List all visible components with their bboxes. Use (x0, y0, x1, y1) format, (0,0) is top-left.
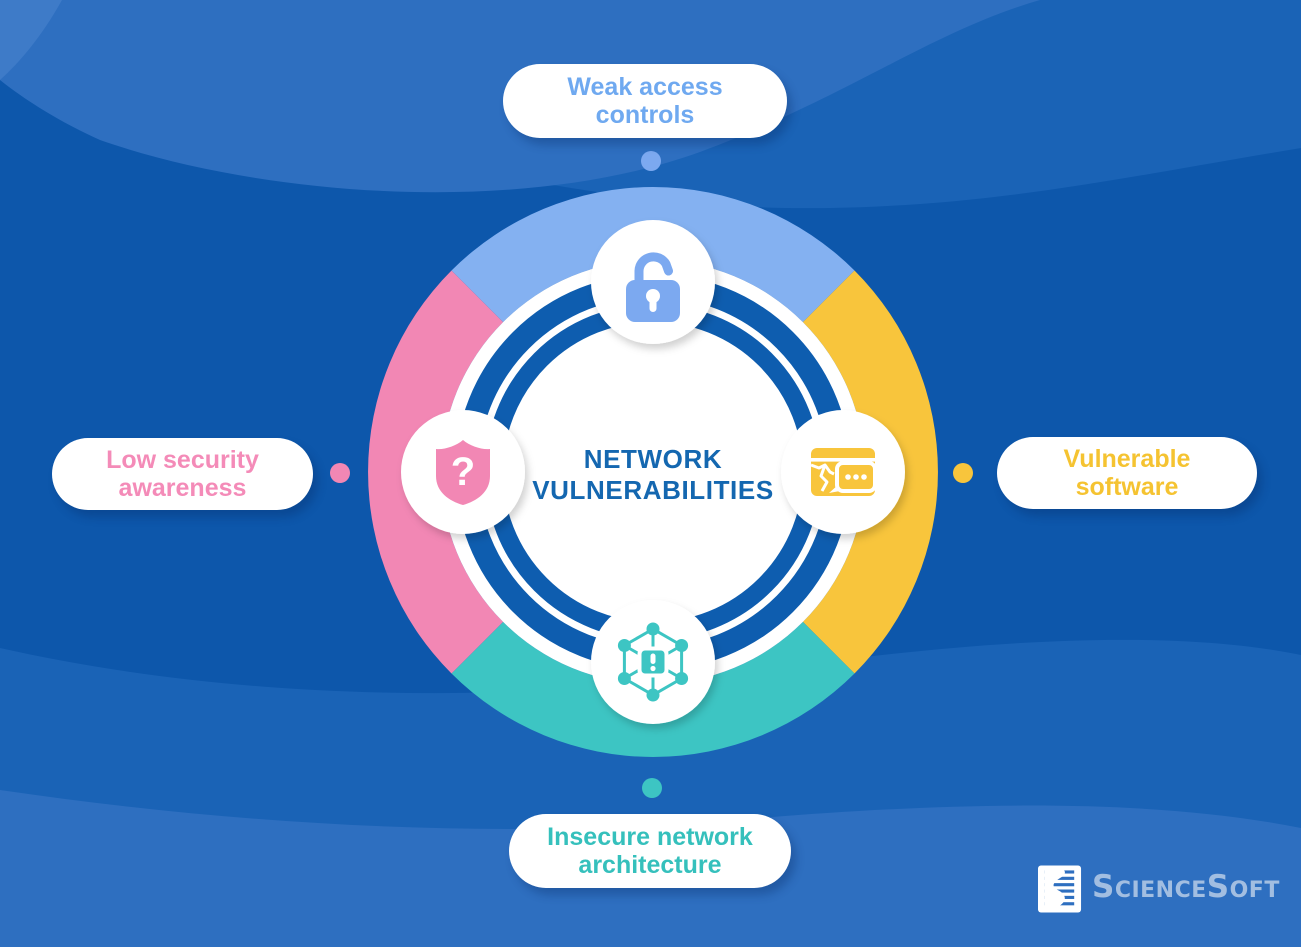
connector-dot-bottom (642, 778, 662, 798)
page-title: NETWORK VULNERABILITIES (503, 444, 803, 505)
network-alert-icon (617, 622, 689, 702)
wave-corner-light (0, 0, 62, 80)
label-insecure-network-architecture: Insecure network architecture (509, 814, 791, 888)
broken-software-window-icon (810, 448, 877, 496)
connector-dot-left (330, 463, 350, 483)
logo-text-soft: Soft (1206, 868, 1280, 905)
vulnerability-wheel: ? (330, 151, 973, 798)
connector-dot-right (953, 463, 973, 483)
svg-text:?: ? (451, 450, 475, 494)
logo-text-science: Science (1092, 868, 1207, 905)
label-low-security-awareness: Low security awareness (52, 438, 313, 510)
wheel-inner-white (441, 260, 865, 684)
page-title-line1: NETWORK (583, 444, 723, 474)
sciencesoft-logo-text: ScienceSoft (1092, 868, 1280, 907)
label-weak-access-controls: Weak access controls (503, 64, 787, 138)
page-title-line2: VULNERABILITIES (532, 474, 774, 505)
shield-question-icon: ? (436, 440, 490, 505)
sciencesoft-logo-mark (1038, 865, 1082, 913)
unlock-icon (626, 252, 680, 322)
connector-dot-top (641, 151, 661, 171)
sciencesoft-logo: ScienceSoft (1038, 864, 1280, 914)
label-vulnerable-software: Vulnerable software (997, 437, 1257, 509)
